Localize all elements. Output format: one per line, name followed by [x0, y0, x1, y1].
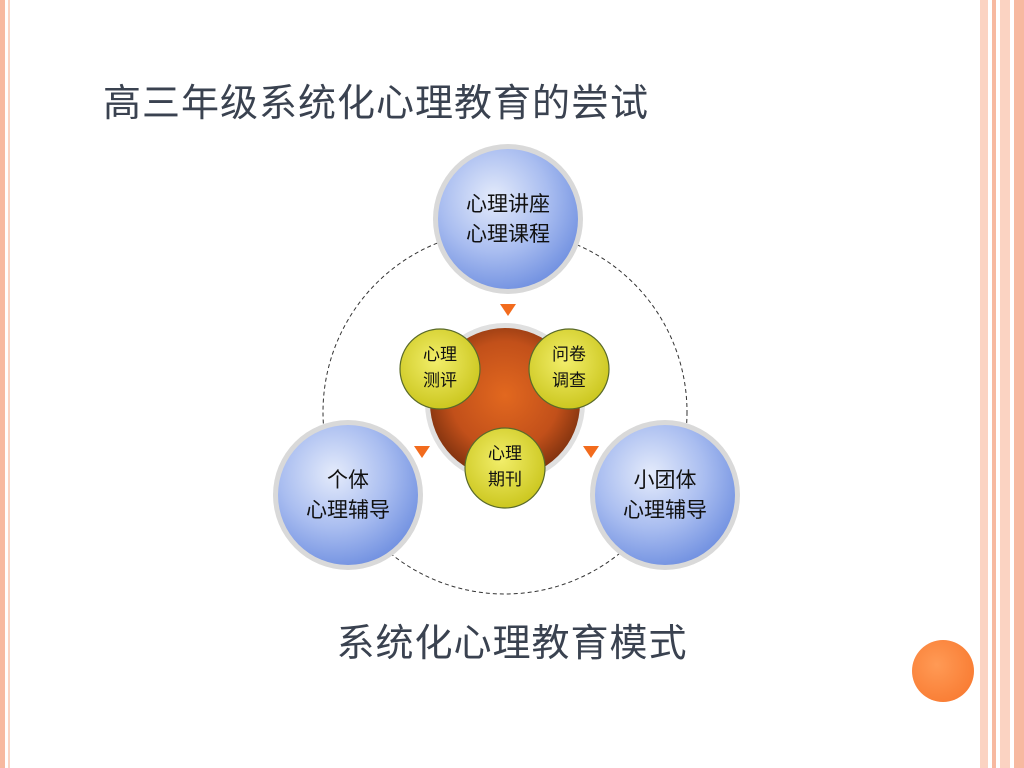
arrow-right — [583, 446, 599, 458]
outer-node-top — [433, 144, 583, 294]
outer-node-right-label: 小团体 心理辅导 — [623, 468, 707, 522]
arrow-left — [414, 446, 430, 458]
right-frame-stripes — [980, 0, 1024, 768]
inner-node-left-label: 心理 测评 — [423, 345, 457, 391]
outer-node-left — [273, 420, 423, 570]
decorative-orange-dot — [912, 640, 974, 702]
inner-node-bottom-label: 心理 期刊 — [488, 444, 522, 490]
inner-node-bottom — [464, 427, 546, 509]
inner-node-right-label: 问卷 调查 — [552, 345, 586, 391]
arrow-top — [500, 304, 516, 316]
diagram-caption: 系统化心理教育模式 — [336, 621, 688, 665]
outer-node-left-label: 个体 心理辅导 — [306, 468, 390, 522]
left-frame-border — [0, 0, 5, 768]
inner-node-right — [528, 328, 610, 410]
inner-node-left — [399, 328, 481, 410]
left-frame-line — [8, 0, 10, 768]
outer-node-top-label: 心理讲座 心理课程 — [466, 192, 550, 246]
outer-node-right — [590, 420, 740, 570]
slide-title: 高三年级系统化心理教育的尝试 — [103, 81, 650, 125]
